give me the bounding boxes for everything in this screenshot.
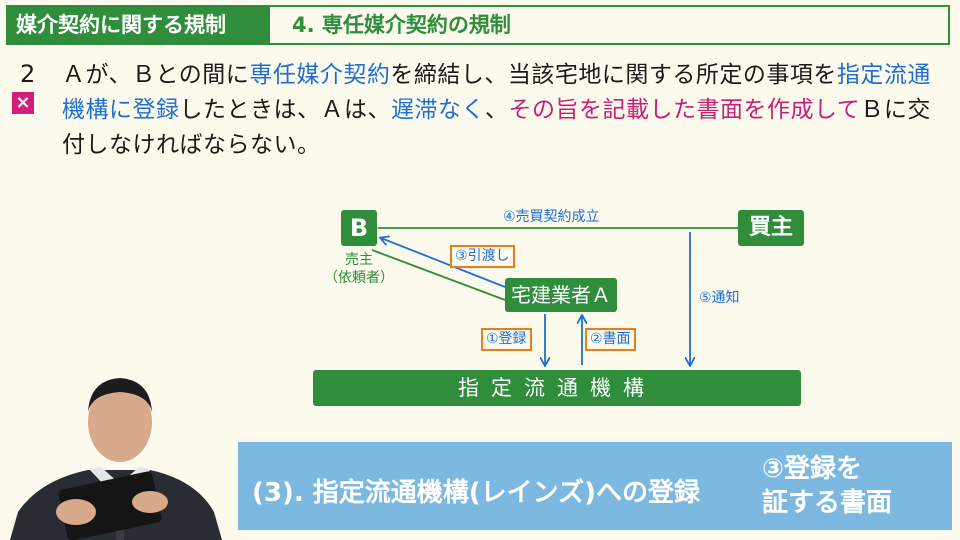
banner-note: ③登録を 証する書面 [762,452,892,520]
notification-label: ⑤通知 [699,290,740,306]
reins-node: 指定流通機構 [313,370,801,406]
question-text-part: を締結し、当該宅地に関する所定の事項を [390,62,837,88]
document-label: ②書面 [585,328,636,351]
question-number: 2 [20,60,36,88]
banner-title: (3). 指定流通機構(レインズ)への登録 [252,478,701,508]
highlight-document: その旨を記載した書面を作成して [508,97,861,123]
agent-to-seller-arrow [381,238,506,288]
contract-label: ④売買契約成立 [503,209,600,225]
question-text-part: したときは、Ａは、 [179,97,391,123]
incorrect-mark-icon: × [12,92,34,114]
presenter-video [0,362,232,540]
section-title: 4. 専任媒介契約の規制 [292,13,511,37]
highlight-exclusive-contract: 専任媒介契約 [249,62,391,88]
question-text: Ａが、Ｂとの間に専任媒介契約を締結し、当該宅地に関する所定の事項を指定流通機構に… [62,58,942,163]
question-text-part: Ａが、Ｂとの間に [62,62,250,88]
banner-note-line-1: ③登録を [762,454,863,484]
question-text-part: Ｂに交付しなければならない。 [62,97,931,158]
question-text-part: 、 [485,97,509,123]
banner-note-line-2: 証する書面 [762,488,893,518]
seller-node: B [341,210,377,246]
topic-banner: (3). 指定流通機構(レインズ)への登録 ③登録を 証する書面 [238,442,952,530]
delivery-label: ③引渡し [450,245,515,268]
section-tag: 媒介契約に関する規制 [8,7,270,43]
seller-label: 売主 [345,252,373,268]
registration-label: ①登録 [481,328,532,351]
client-label: （依頼者） [324,270,394,286]
buyer-node: 買主 [738,210,804,246]
agent-node: 宅建業者Ａ [505,278,617,312]
seller-to-agent-line [371,249,506,301]
highlight-registration: 指定流通機構に登録 [62,62,931,123]
highlight-without-delay: 遅滞なく [391,97,485,123]
slide-header: 媒介契約に関する規制 4. 専任媒介契約の規制 [6,5,950,45]
